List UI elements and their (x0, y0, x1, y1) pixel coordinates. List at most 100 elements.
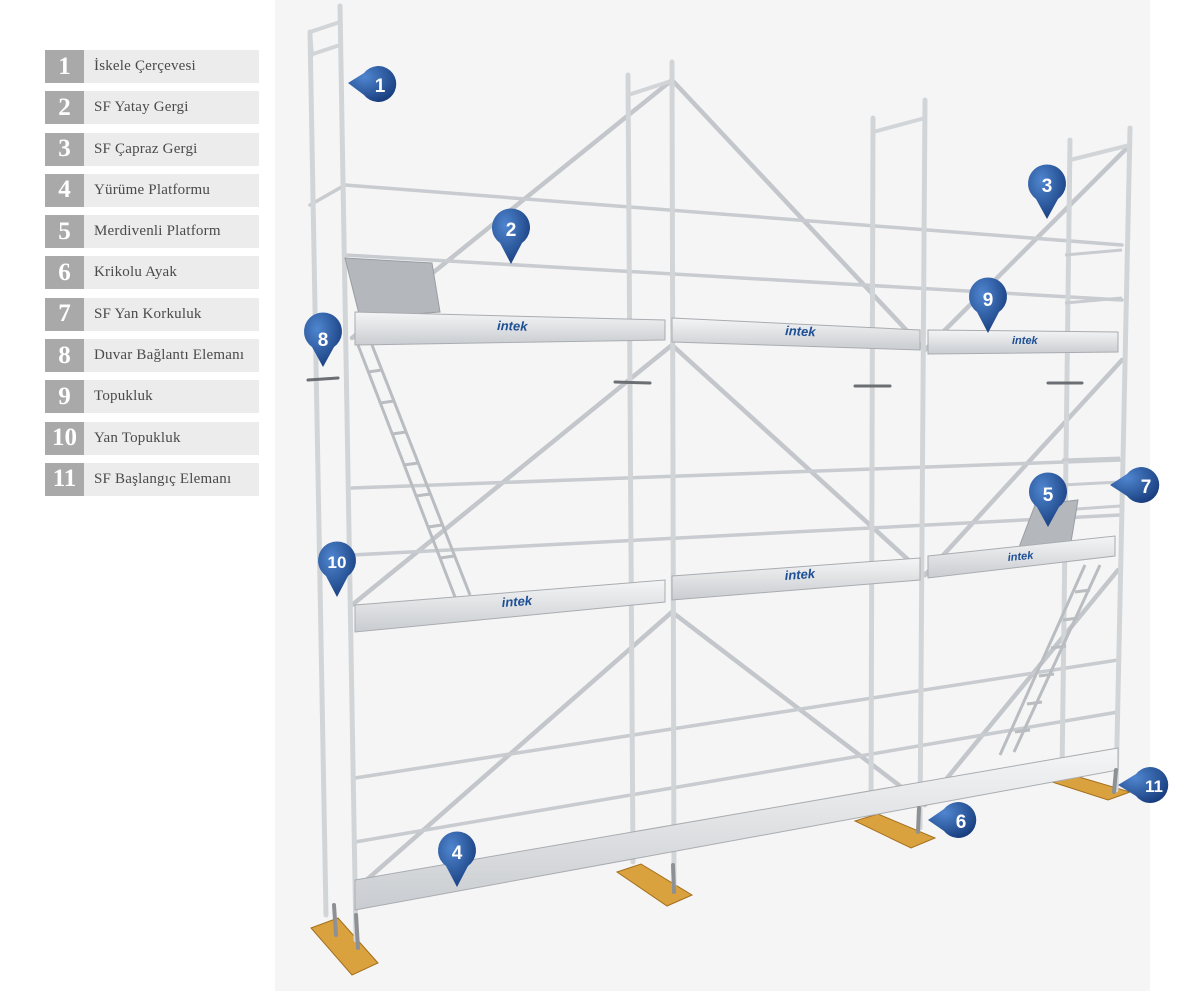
ladder-rung (415, 492, 431, 498)
marker-number: 5 (1043, 485, 1054, 506)
base-jack (354, 913, 360, 950)
legend-item-6: 6 Krikolu Ayak (45, 256, 259, 290)
marker-7[interactable]: 7 (1110, 467, 1160, 503)
marker-number: 9 (983, 290, 994, 311)
platform-deck (354, 311, 666, 346)
platform-deck (671, 317, 921, 351)
marker-4[interactable]: 4 (438, 831, 476, 887)
legend-label: Yürüme Platformu (94, 181, 211, 198)
legend-label: Yan Topukluk (94, 429, 181, 446)
ladder-rail (370, 344, 472, 596)
base-jack (332, 903, 338, 937)
marker-6[interactable]: 6 (928, 802, 977, 839)
ladder-rung (1074, 588, 1091, 594)
legend-label: İskele Çerçevesi (94, 58, 196, 74)
marker-number: 1 (375, 76, 386, 97)
side-guardrail (1061, 248, 1123, 512)
ladder-rung (1014, 728, 1031, 734)
brand-label: intek (784, 566, 816, 583)
base-jack (916, 806, 921, 834)
legend-item-9: 9 Topukluk (45, 380, 259, 414)
platform-deck (354, 579, 666, 633)
legend-number: 6 (45, 256, 84, 290)
marker-3[interactable]: 3 (1028, 164, 1066, 219)
ladder-rung (379, 399, 395, 405)
marker-number: 10 (328, 553, 347, 572)
marker-number: 11 (1145, 777, 1163, 796)
brand-label: intek (501, 593, 533, 610)
marker-pin (348, 66, 397, 103)
legend-label: SF Başlangıç Elemanı (94, 470, 232, 487)
ladder-rung (1050, 644, 1067, 650)
frame-top (308, 20, 342, 57)
platform-deck (354, 747, 1119, 911)
marker-number: 2 (506, 220, 517, 241)
marker-number: 4 (452, 843, 463, 864)
legend-number: 11 (45, 462, 84, 496)
base-jack (1112, 768, 1118, 794)
legend-label: Duvar Bağlantı Elemanı (94, 347, 245, 364)
marker-pin (318, 541, 357, 597)
marker-pin (928, 802, 977, 839)
legend-label: Krikolu Ayak (94, 264, 178, 281)
marker-5[interactable]: 5 (1029, 472, 1067, 527)
ladder-hatches (344, 257, 1079, 551)
ledger (353, 658, 1120, 780)
frame-top (1068, 143, 1132, 162)
marker-1[interactable]: 1 (348, 66, 397, 103)
side-rail (1064, 248, 1123, 257)
legend-number: 9 (45, 380, 84, 414)
ladder-rung (427, 523, 443, 529)
brace (922, 142, 1133, 353)
ledger (350, 513, 1122, 557)
marker-10[interactable]: 10 (318, 541, 357, 597)
brand-label: intek (1007, 550, 1035, 564)
ladder-rung (403, 461, 419, 467)
standard (1059, 137, 1073, 778)
legend-label: SF Yan Korkuluk (94, 305, 202, 322)
legend-item-1: 1 İskele Çerçevesi (45, 50, 259, 83)
marker-pin (1110, 467, 1160, 503)
standard (1113, 125, 1133, 793)
brace (352, 609, 675, 893)
ledger (308, 183, 347, 207)
marker-9[interactable]: 9 (969, 277, 1007, 333)
legend-number: 1 (45, 50, 84, 83)
ladder-rung (1038, 672, 1055, 678)
ladder-rail (998, 564, 1087, 756)
wall-ties (306, 376, 1084, 388)
ledger (350, 458, 1122, 490)
legend-label: Topukluk (94, 388, 153, 405)
wall-tie (613, 380, 652, 385)
marker-number: 8 (318, 330, 329, 351)
frame-tops (308, 20, 1132, 162)
walking-platforms (354, 311, 1119, 911)
marker-11[interactable]: 11 (1118, 767, 1169, 803)
legend-label: SF Yatay Gergi (94, 99, 189, 116)
frame-standards (307, 3, 1133, 943)
standard (337, 3, 359, 943)
platform-deck (927, 329, 1119, 355)
frame-top (626, 73, 670, 97)
marker-8[interactable]: 8 (304, 312, 342, 367)
marker-2[interactable]: 2 (491, 208, 530, 264)
marker-number: 6 (956, 812, 967, 833)
marker-pin (304, 312, 342, 367)
brace (922, 567, 1121, 808)
legend-number: 2 (45, 91, 84, 125)
brace (669, 77, 928, 353)
ladder-rung (367, 368, 383, 374)
brand-label: intek (785, 323, 817, 339)
ledger (343, 183, 1124, 247)
side-rail (1064, 296, 1123, 305)
side-rail (1061, 480, 1121, 487)
hatch-panel (344, 257, 441, 319)
timber-board (853, 813, 937, 849)
marker-pin (491, 208, 530, 264)
